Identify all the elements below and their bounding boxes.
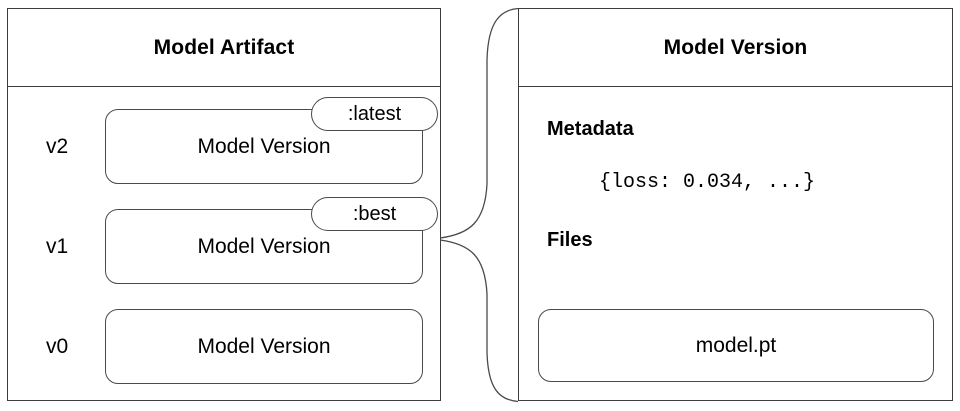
model-artifact-header: Model Artifact bbox=[8, 9, 440, 87]
version-box-label-v0: Model Version bbox=[197, 334, 331, 358]
model-version-body: Metadata {loss: 0.034, ...} Files model.… bbox=[519, 87, 952, 400]
version-label-v1: v1 bbox=[46, 234, 69, 258]
file-box-model-pt[interactable]: model.pt bbox=[538, 309, 934, 382]
model-version-panel: Model Version Metadata {loss: 0.034, ...… bbox=[518, 8, 953, 401]
tag-pill-latest[interactable]: :latest bbox=[311, 97, 438, 131]
tag-pill-best[interactable]: :best bbox=[311, 197, 438, 231]
version-label-v2: v2 bbox=[46, 134, 69, 158]
version-row-v0: v0 Model Version bbox=[8, 309, 440, 384]
model-version-title: Model Version bbox=[663, 35, 808, 59]
model-artifact-body: v2 Model Version :latest v1 Model Versio… bbox=[8, 87, 440, 400]
metadata-heading: Metadata bbox=[547, 118, 634, 140]
model-version-header: Model Version bbox=[519, 9, 952, 87]
metadata-value: {loss: 0.034, ...} bbox=[599, 171, 816, 194]
version-box-label-v2: Model Version bbox=[197, 134, 331, 158]
files-heading: Files bbox=[547, 229, 593, 251]
tag-pill-best-label: :best bbox=[352, 202, 397, 225]
model-artifact-title: Model Artifact bbox=[153, 35, 295, 59]
connector-upper-arm bbox=[439, 7, 519, 239]
version-box-v0[interactable]: Model Version bbox=[105, 309, 423, 384]
version-row-v1: v1 Model Version :best bbox=[8, 197, 440, 284]
tag-pill-latest-label: :latest bbox=[347, 102, 402, 125]
file-box-label-model-pt: model.pt bbox=[695, 333, 777, 357]
version-label-v0: v0 bbox=[46, 334, 69, 358]
model-artifact-panel: Model Artifact v2 Model Version :latest … bbox=[7, 8, 441, 401]
connector-lower-arm bbox=[439, 239, 519, 403]
version-row-v2: v2 Model Version :latest bbox=[8, 97, 440, 184]
version-box-label-v1: Model Version bbox=[197, 234, 331, 258]
